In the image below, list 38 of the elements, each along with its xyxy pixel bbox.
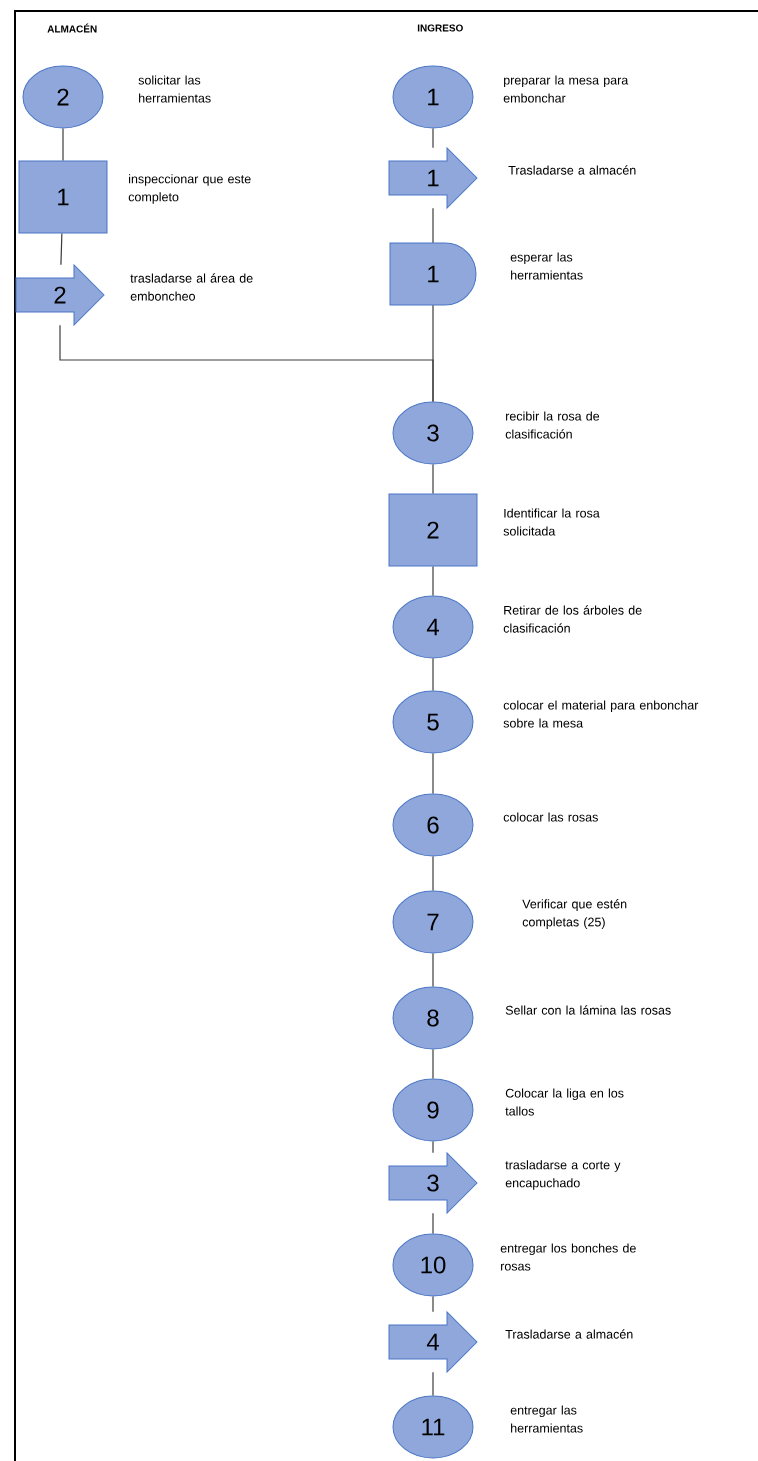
step-description: Retirar de los árboles de clasificación xyxy=(503,605,642,633)
connector-line xyxy=(432,1295,434,1313)
step-description: Trasladarse a almacén xyxy=(508,165,636,175)
connector-line xyxy=(432,1048,434,1080)
step-description: entregar los bonches de rosas xyxy=(500,1243,636,1271)
connector-line xyxy=(432,565,434,597)
step-description: colocar el material para enbonchar sobre la mesa xyxy=(503,700,699,728)
connector-line xyxy=(432,952,434,988)
connector-line xyxy=(62,127,64,162)
connector-line xyxy=(432,1212,434,1235)
connector-line xyxy=(60,232,63,266)
connector-line xyxy=(432,1371,434,1397)
connector-line xyxy=(432,463,434,495)
connector-line xyxy=(432,304,434,403)
step-description: colocar las rosas xyxy=(503,812,598,822)
connector-line xyxy=(432,657,434,692)
inspection-square: 2 xyxy=(388,493,478,567)
step-description: trasladarse al área de emboncheo xyxy=(130,273,253,301)
step-description: trasladarse a corte y encapuchado xyxy=(505,1160,621,1190)
step-description: Verificar que estén completas (25) xyxy=(522,899,627,929)
connector-line xyxy=(432,752,434,795)
inspection-square: 1 xyxy=(18,160,108,234)
step-description: preparar la mesa para embonchar xyxy=(503,75,629,103)
step-description: Trasladarse a almacén xyxy=(505,1329,633,1339)
step-description: Colocar la liga en los tallos xyxy=(505,1088,624,1116)
step-description: entregar las herramientas xyxy=(510,1405,583,1433)
connector-line xyxy=(432,855,434,892)
step-description: recibir la rosa de clasificación xyxy=(505,411,600,439)
step-description: Sellar con la lámina las rosas xyxy=(505,1005,671,1015)
connector-line xyxy=(432,207,434,244)
step-description: esperar las herramientas xyxy=(510,252,583,280)
connector-line xyxy=(432,127,434,149)
step-description: inspeccionar que este completo xyxy=(128,174,251,204)
column-heading: ALMACÉN xyxy=(47,23,97,33)
connector-line xyxy=(432,1140,434,1154)
step-description: solicitar las herramientas xyxy=(138,75,211,103)
column-heading: INGRESO xyxy=(417,24,463,32)
step-description: Identificar la rosa solicitada xyxy=(503,508,600,536)
